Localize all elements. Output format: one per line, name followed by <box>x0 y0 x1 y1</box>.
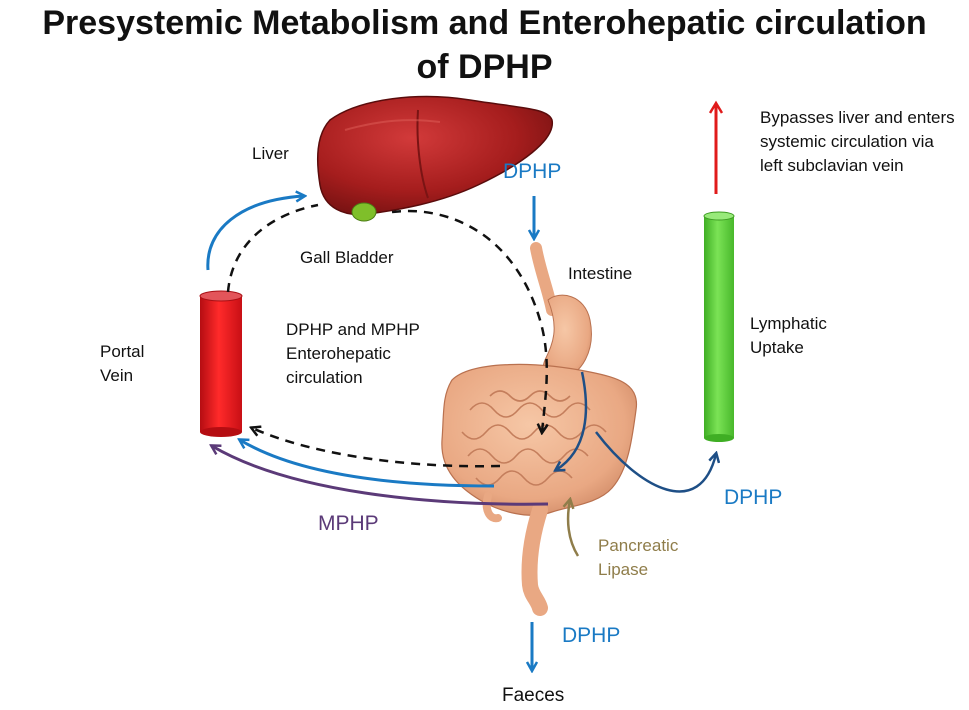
dphp-lymphatic-label: DPHP <box>724 486 783 509</box>
diagram-title-line-2: of DPHP <box>416 48 553 86</box>
liver-label: Liver <box>252 144 289 163</box>
portal-vein-label-line-2: Vein <box>100 366 134 385</box>
ehc-label-line-1: DPHP and MPHP <box>286 320 420 339</box>
lymphatic-label-line-2: Uptake <box>750 338 804 357</box>
lipase-pointer-arrow <box>568 500 580 557</box>
dphp-faeces-label: DPHP <box>562 624 621 647</box>
dphp-input-label: DPHP <box>503 160 562 183</box>
bypass-label-line-3: left subclavian vein <box>760 156 904 175</box>
mphp-absorption-arrow <box>212 446 549 506</box>
lymphatic-label-line-1: Lymphatic <box>750 314 827 333</box>
ehc-dashed-liver-to-intestine <box>391 209 547 432</box>
bypass-label-line-1: Bypasses liver and enters <box>760 108 955 127</box>
diagram-title-line-1: Presystemic Metabolism and Enterohepatic… <box>42 4 927 42</box>
portal-vein-label-line-1: Portal <box>100 342 145 361</box>
ehc-dashed-intestine-to-portal <box>252 428 501 468</box>
portal-to-liver-arrow <box>206 196 304 271</box>
faeces-label: Faeces <box>502 685 565 706</box>
stomach-to-lipase-arrow <box>556 371 588 470</box>
mphp-label: MPHP <box>318 512 379 535</box>
gall-bladder-illustration <box>351 202 377 222</box>
lymphatic-cylinder <box>703 211 735 442</box>
intestine-label: Intestine <box>568 264 633 283</box>
gall-bladder-label: Gall Bladder <box>300 248 394 267</box>
ehc-label-line-3: circulation <box>286 368 363 387</box>
ehc-dashed-upper-left <box>226 203 319 293</box>
portal-vein-cylinder <box>199 290 243 437</box>
intestine-illustration <box>441 242 638 616</box>
intestine-to-lymphatic-arrow <box>595 431 716 493</box>
dphp-absorption-arrow <box>240 440 495 488</box>
ehc-label-line-2: Enterohepatic <box>286 344 391 363</box>
pancreatic-lipase-label-line-1: Pancreatic <box>598 536 679 555</box>
liver-illustration <box>316 95 553 216</box>
bypass-label-line-2: systemic circulation via <box>760 132 934 151</box>
pancreatic-lipase-label-line-2: Lipase <box>598 560 649 579</box>
